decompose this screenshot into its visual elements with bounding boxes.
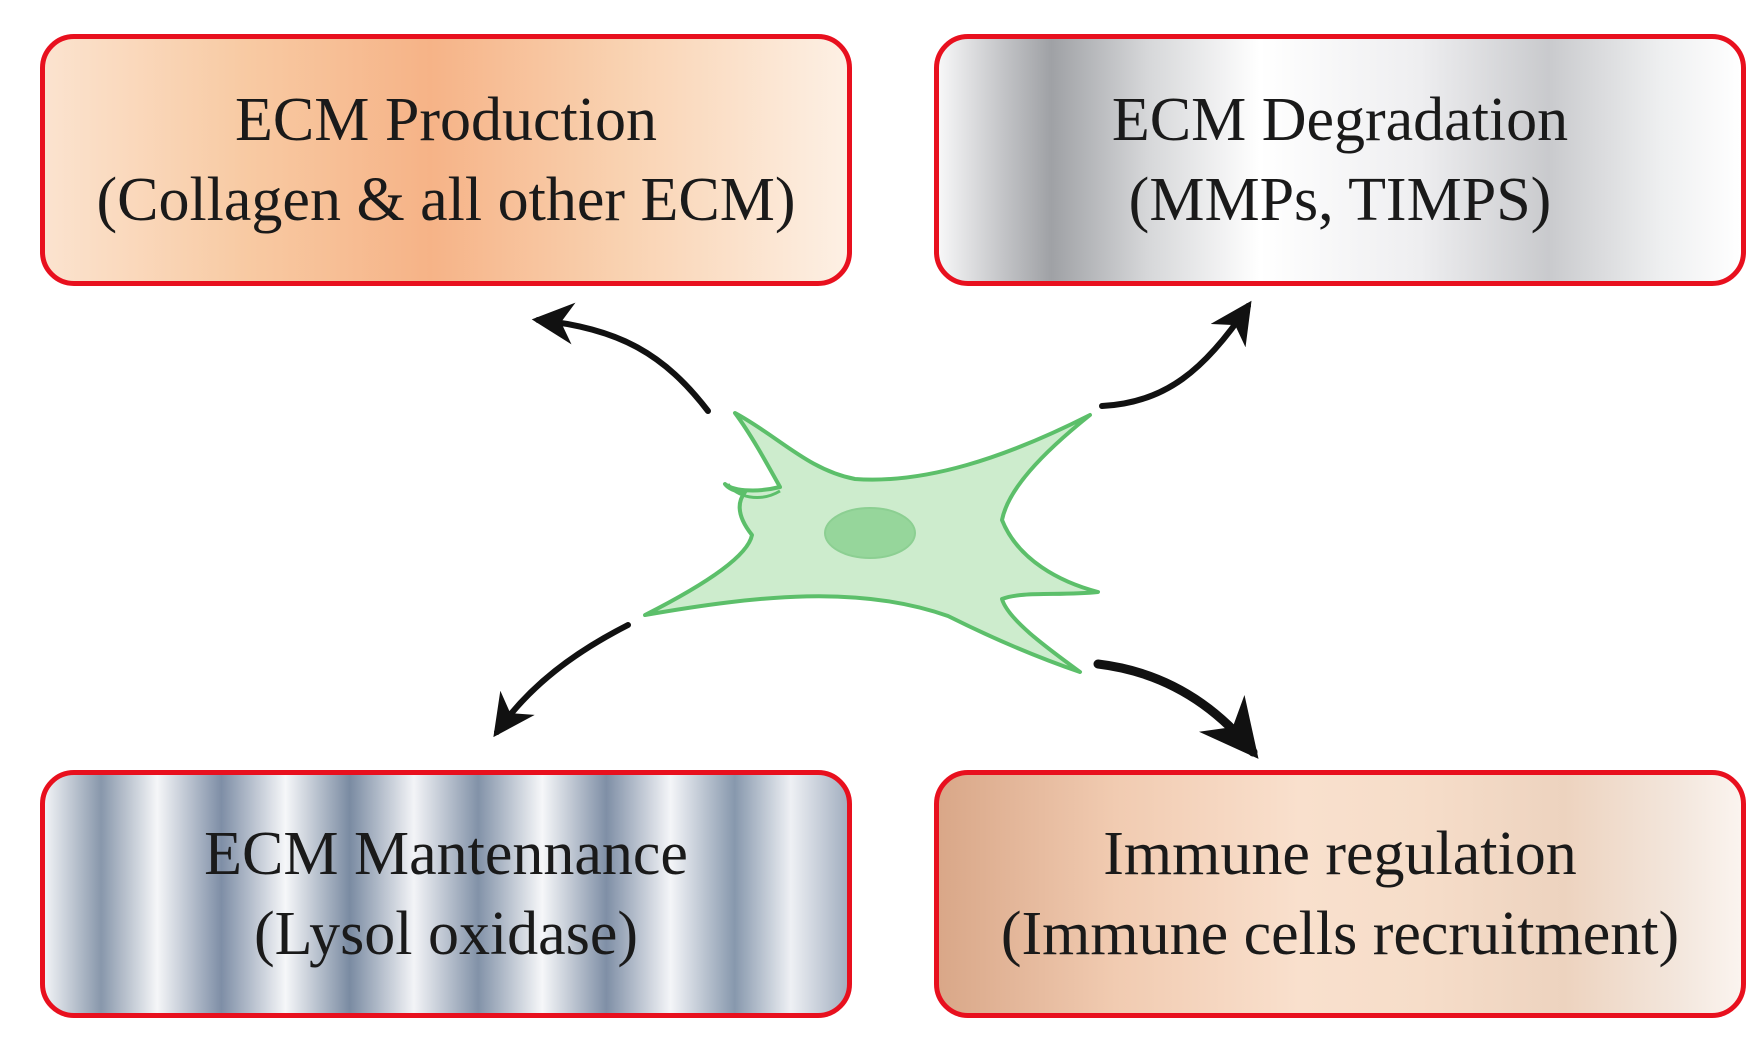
arrow-to-degradation bbox=[1099, 300, 1252, 409]
cell-nucleus bbox=[824, 507, 916, 559]
ecm-degradation-box: ECM Degradation (MMPs, TIMPS) bbox=[934, 34, 1746, 286]
ecm-production-box: ECM Production (Collagen & all other ECM… bbox=[40, 34, 852, 286]
ecm-degradation-title: ECM Degradation bbox=[1111, 86, 1569, 154]
cell-notch bbox=[726, 483, 781, 499]
ecm-maintenance-title: ECM Mantennance bbox=[204, 820, 688, 888]
ecm-degradation-subtitle: (MMPs, TIMPS) bbox=[1128, 166, 1552, 234]
ecm-maintenance-box: ECM Mantennance (Lysol oxidase) bbox=[40, 770, 852, 1018]
immune-regulation-subtitle: (Immune cells recruitment) bbox=[1000, 900, 1680, 968]
immune-regulation-box: Immune regulation (Immune cells recruitm… bbox=[934, 770, 1746, 1018]
ecm-production-subtitle: (Collagen & all other ECM) bbox=[96, 166, 796, 234]
ecm-maintenance-subtitle: (Lysol oxidase) bbox=[254, 900, 638, 968]
arrow-to-maintenance bbox=[493, 622, 631, 738]
arrow-to-production bbox=[531, 302, 711, 414]
cell-body bbox=[643, 411, 1100, 674]
arrow-to-immune bbox=[1093, 659, 1259, 759]
ecm-production-title: ECM Production bbox=[235, 86, 657, 154]
fibroblast-cell-icon bbox=[643, 411, 1100, 674]
immune-regulation-title: Immune regulation bbox=[1103, 820, 1577, 888]
